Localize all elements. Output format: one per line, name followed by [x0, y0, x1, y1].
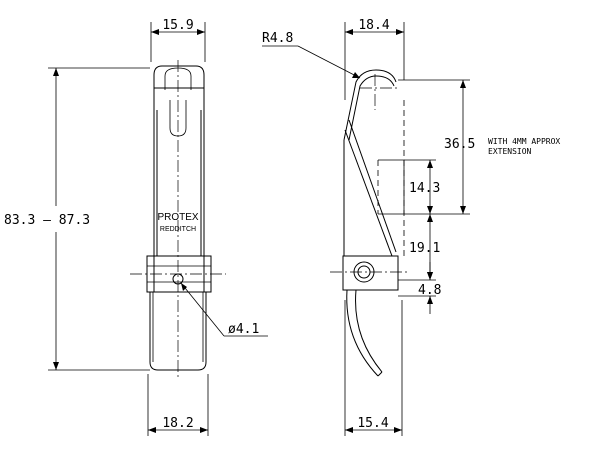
dim-radius-label: R4.8	[262, 31, 293, 46]
radius-leader	[297, 45, 361, 79]
arrow-head	[460, 206, 466, 214]
arrow-head	[427, 272, 433, 280]
side-view: 18.4 R4.8 36.5 WITH 4M	[262, 18, 560, 436]
extension-note-line2: EXTENSION	[488, 147, 532, 156]
arrow-head	[427, 206, 433, 214]
hook-outer	[343, 69, 397, 141]
front-view: 15.9 PROTEX REDDITCH	[4, 18, 268, 436]
latch-head-outline	[153, 65, 205, 110]
arrow-head	[53, 68, 59, 76]
strap-diagonal	[348, 119, 397, 253]
arrow-head	[352, 72, 360, 78]
dim-side-bottom-label: 15.4	[357, 416, 388, 431]
strap-diagonal-inner	[344, 129, 393, 257]
arrow-head	[200, 427, 208, 433]
dim-19-label: 19.1	[409, 241, 440, 256]
dim-top-width-label: 15.9	[162, 18, 193, 33]
brand-name: PROTEX	[157, 212, 198, 223]
arrow-head	[394, 427, 402, 433]
arrow-head	[148, 427, 156, 433]
arrow-head	[345, 29, 353, 35]
arrow-head	[460, 80, 466, 88]
side-hinge	[342, 255, 399, 291]
hook-inner	[348, 75, 395, 141]
lever-tip	[377, 371, 383, 377]
arrow-head	[427, 214, 433, 222]
arrow-head	[151, 29, 159, 35]
lever-arc-inner	[355, 289, 383, 373]
arrow-head	[181, 283, 187, 291]
dim-side-top-label: 18.4	[358, 18, 389, 33]
lever-arc-outer	[346, 289, 379, 377]
dim-height-label: 83.3 – 87.3	[4, 213, 90, 228]
dim-bottom-width-label: 18.2	[162, 416, 193, 431]
arrow-head	[396, 29, 404, 35]
dim-hole-label: ø4.1	[228, 322, 259, 337]
dim-48-label: 4.8	[418, 283, 441, 298]
hole-leader	[180, 282, 225, 337]
dim-extension-label: 36.5	[444, 137, 475, 152]
arrow-head	[345, 427, 353, 433]
dim-14-label: 14.3	[409, 181, 440, 196]
keeper-outline	[378, 159, 405, 215]
extension-note-line1: WITH 4MM APPROX	[488, 137, 560, 146]
arrow-head	[53, 362, 59, 370]
arrow-head	[197, 29, 205, 35]
arrow-head	[427, 160, 433, 168]
arrow-head	[427, 296, 433, 304]
